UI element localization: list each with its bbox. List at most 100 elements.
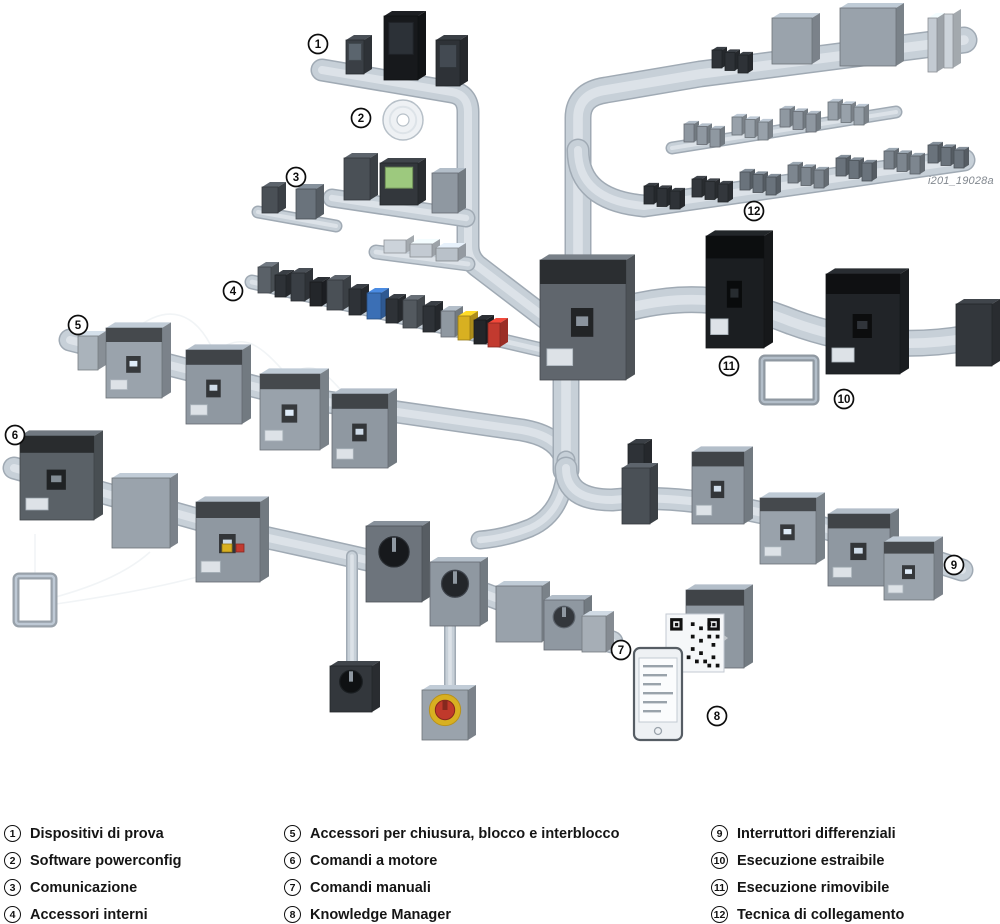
- breaker-with-lock: [105, 322, 171, 399]
- callout-6: 6: [4, 424, 26, 446]
- legend-item-8: 8 Knowledge Manager: [284, 901, 619, 924]
- breaker-with-lock: [185, 344, 251, 425]
- legend-number-badge: 4: [4, 906, 21, 923]
- legend-label: Knowledge Manager: [310, 906, 451, 923]
- svg-text:8: 8: [714, 711, 721, 723]
- legend-number-badge: 5: [284, 825, 301, 842]
- legend-number-badge: 12: [711, 906, 728, 923]
- legend-item-2: 2 Software powerconfig: [4, 847, 181, 874]
- comm-module: [431, 168, 466, 214]
- callout-9: 9: [943, 554, 965, 576]
- motor-operator: [111, 473, 178, 549]
- callout-4: 4: [222, 280, 244, 302]
- legend-item-5: 5 Accessori per chiusura, blocco e inter…: [284, 820, 619, 847]
- rotary-operator: [429, 557, 488, 627]
- callout-7: 7: [610, 639, 632, 661]
- terminal-lug: [787, 161, 829, 189]
- door-cutout-frame: [12, 572, 58, 628]
- svg-text:1: 1: [315, 39, 322, 51]
- callout-10: 10: [833, 388, 855, 410]
- motor-operator: [195, 496, 269, 583]
- legend-item-11: 11 Esecuzione rimovibile: [711, 874, 904, 901]
- comm-module: [295, 184, 324, 220]
- rotary-operator: [365, 521, 430, 603]
- connector-tile: [409, 239, 440, 258]
- terminal-lug: [683, 120, 725, 148]
- svg-text:4: 4: [230, 286, 237, 298]
- legend-item-6: 6 Comandi a motore: [284, 847, 619, 874]
- legend-label: Software powerconfig: [30, 852, 182, 869]
- withdrawable-frame: [758, 354, 820, 406]
- legend-label: Accessori per chiusura, blocco e interbl…: [310, 825, 620, 842]
- legend-number-badge: 6: [284, 852, 301, 869]
- svg-text:12: 12: [748, 206, 761, 218]
- removable-breaker: [705, 230, 773, 349]
- legend-number-badge: 9: [711, 825, 728, 842]
- legend-column-2: 5 Accessori per chiusura, blocco e inter…: [284, 820, 619, 924]
- test-device-tablet: [383, 11, 426, 81]
- door-mounted-handle: [329, 661, 380, 713]
- legend-label: Esecuzione rimovibile: [737, 879, 890, 896]
- breaker-with-lock: [259, 368, 329, 451]
- legend-item-4: 4 Accessori interni: [4, 901, 181, 924]
- svg-text:10: 10: [838, 394, 851, 406]
- terminal-connector: [643, 182, 685, 210]
- legend-item-7: 7 Comandi manuali: [284, 874, 619, 901]
- legend-number-badge: 1: [4, 825, 21, 842]
- legend-item-9: 9 Interruttori differenziali: [711, 820, 904, 847]
- legend-number-badge: 3: [4, 879, 21, 896]
- internal-accessory: [326, 275, 351, 311]
- terminal-lug: [835, 154, 877, 182]
- comm-display-module: [379, 158, 426, 206]
- main-circuit-breaker: [539, 254, 635, 381]
- legend-item-3: 3 Comunicazione: [4, 874, 181, 901]
- end-panel: [955, 299, 1000, 367]
- indicator-light: [221, 543, 233, 553]
- svg-text:11: 11: [723, 361, 736, 373]
- connection-module: [839, 3, 904, 67]
- svg-text:5: 5: [75, 320, 82, 332]
- connection-module: [771, 13, 820, 65]
- terminal-lug: [883, 147, 925, 175]
- svg-text:7: 7: [618, 645, 624, 657]
- internal-accessory: [422, 301, 443, 333]
- legend-label: Comunicazione: [30, 879, 138, 896]
- legend-item-1: 1 Dispositivi di prova: [4, 820, 181, 847]
- rcd-breaker: [691, 446, 753, 525]
- internal-accessory: [402, 295, 425, 329]
- callout-8: 8: [706, 705, 728, 727]
- callout-2: 2: [350, 107, 372, 129]
- legend-column-3: 9 Interruttori differenziali 10 Esecuzio…: [711, 820, 904, 924]
- terminal-lug: [827, 98, 869, 126]
- svg-text:9: 9: [951, 560, 957, 572]
- connector-tile: [435, 243, 466, 262]
- test-device-phone: [435, 35, 468, 87]
- legend-number-badge: 7: [284, 879, 301, 896]
- phase-barrier: [927, 13, 945, 73]
- test-device-phone: [345, 35, 372, 75]
- rcd-breaker: [759, 492, 825, 565]
- callout-11: 11: [718, 355, 740, 377]
- legend-number-badge: 10: [711, 852, 728, 869]
- comm-module: [343, 153, 378, 201]
- terminal-lug: [739, 168, 781, 196]
- terminal-connector: [691, 175, 733, 203]
- legend-number-badge: 11: [711, 879, 728, 896]
- front-operator: [495, 581, 550, 643]
- emergency-rotary-handle: [421, 685, 476, 741]
- withdrawable-breaker: [825, 268, 909, 375]
- comm-module: [261, 182, 286, 214]
- callout-1: 1: [307, 33, 329, 55]
- software-cd-disc: [382, 99, 424, 141]
- legend-label: Accessori interni: [30, 906, 148, 923]
- svg-text:3: 3: [293, 172, 299, 184]
- legend-label: Esecuzione estraibile: [737, 852, 885, 869]
- knowledge-manager-phone: [632, 646, 684, 742]
- legend-label: Comandi manuali: [310, 879, 431, 896]
- legend-column-1: 1 Dispositivi di prova 2 Software powerc…: [4, 820, 181, 924]
- indicator-light: [235, 543, 245, 553]
- motor-operator: [19, 430, 103, 521]
- legend-number-badge: 8: [284, 906, 301, 923]
